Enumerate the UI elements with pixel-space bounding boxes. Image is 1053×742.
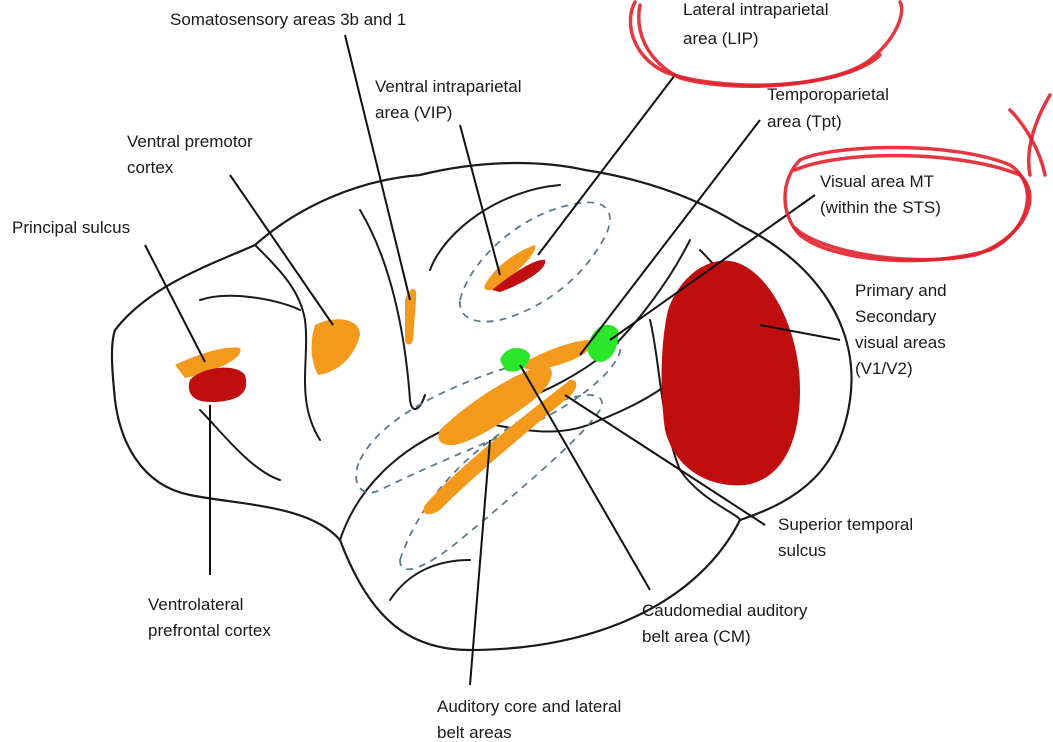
label-v1v2-line3: visual areas: [855, 333, 946, 352]
label-tpt-line1: Temporoparietal: [767, 85, 889, 104]
label-auditory-line2: belt areas: [437, 723, 512, 742]
label-somatosensory: Somatosensory areas 3b and 1: [170, 10, 406, 29]
label-mt-line1: Visual area MT: [820, 172, 934, 191]
label-auditory-line1: Auditory core and lateral: [437, 697, 621, 716]
label-tpt-line2: area (Tpt): [767, 112, 842, 131]
label-vlpfc-line2: prefrontal cortex: [148, 621, 271, 640]
label-vip-line2: area (VIP): [375, 103, 452, 122]
sulcal-boundaries: [356, 202, 620, 569]
auditory-core-region: [439, 365, 552, 445]
label-cm-line1: Caudomedial auditory: [642, 601, 808, 620]
somatosensory-region: [405, 289, 416, 345]
label-premotor-line2: cortex: [127, 158, 174, 177]
label-lip-line1: Lateral intraparietal: [683, 0, 829, 19]
label-vlpfc-line1: Ventrolateral: [148, 595, 243, 614]
ventral-premotor-region: [312, 319, 360, 375]
label-v1v2-line4: (V1/V2): [855, 359, 913, 378]
label-premotor-line1: Ventral premotor: [127, 132, 253, 151]
label-vip-line1: Ventral intraparietal: [375, 77, 521, 96]
label-cm-line2: belt area (CM): [642, 627, 751, 646]
label-lip-line2: area (LIP): [683, 29, 759, 48]
label-sts-line2: sulcus: [778, 541, 826, 560]
label-principal-sulcus: Principal sulcus: [12, 218, 130, 237]
label-v1v2-line1: Primary and: [855, 281, 947, 300]
label-sts-line1: Superior temporal: [778, 515, 913, 534]
v1v2-region: [662, 261, 800, 486]
label-mt-line2: (within the STS): [820, 198, 941, 217]
mt-region: [588, 325, 619, 362]
labels: Somatosensory areas 3b and 1 Lateral int…: [12, 0, 947, 742]
label-v1v2-line2: Secondary: [855, 307, 937, 326]
